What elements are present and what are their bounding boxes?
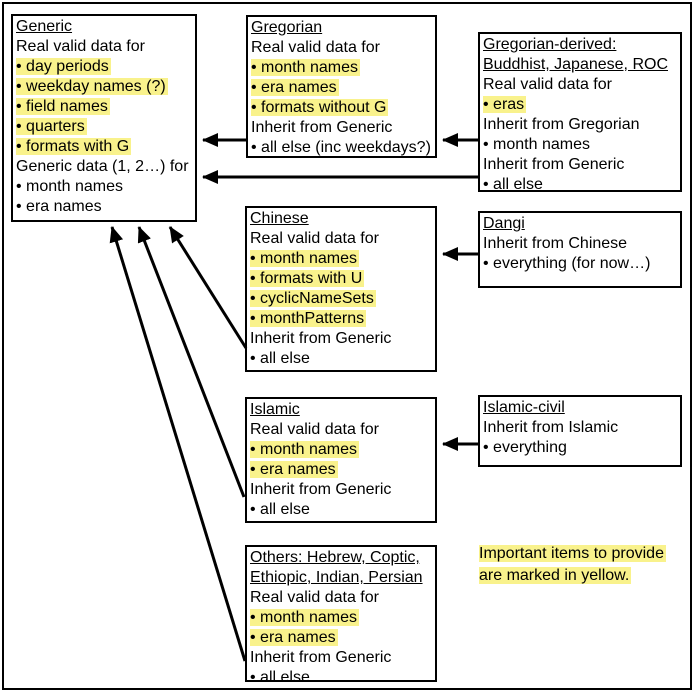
box-line: • formats without G: [251, 99, 389, 116]
box-line: • formats with G: [16, 138, 132, 155]
islamic-box: Islamic Real valid data for • month name…: [245, 397, 437, 523]
note-line: Important items to provide: [479, 545, 666, 562]
box-line: • weekday names (?): [16, 78, 168, 95]
box-line: Inherit from Generic: [250, 649, 392, 666]
box-line: • month names: [251, 59, 360, 76]
box-line: • era names: [16, 198, 102, 215]
chinese-box: Chinese Real valid data for • month name…: [245, 206, 437, 372]
box-line: Real valid data for: [250, 589, 379, 606]
others-box-title: Ethiopic, Indian, Persian: [250, 569, 423, 586]
box-line: • monthPatterns: [250, 310, 367, 327]
outer-border: [2, 2, 692, 690]
box-line: Real valid data for: [251, 39, 380, 56]
box-line: • quarters: [16, 118, 87, 135]
box-line: • all else: [250, 350, 310, 367]
generic-box-title: Generic: [16, 18, 73, 35]
box-line: • era names: [251, 79, 339, 96]
box-line: • month names: [16, 178, 123, 195]
box-line: • cyclicNameSets: [250, 290, 376, 307]
box-line: • era names: [250, 629, 338, 646]
generic-box: Generic Real valid data for • day period…: [11, 14, 197, 222]
box-line: • month names: [483, 136, 590, 153]
box-line: Inherit from Generic: [250, 330, 392, 347]
box-line: • month names: [250, 250, 359, 267]
chinese-box-title: Chinese: [250, 210, 309, 227]
others-box: Others: Hebrew, Coptic, Ethiopic, Indian…: [245, 545, 437, 686]
islamic-box-title: Islamic: [250, 401, 300, 418]
box-line: Inherit from Islamic: [483, 419, 619, 436]
box-line: Inherit from Gregorian: [483, 116, 640, 133]
box-line: Real valid data for: [250, 230, 379, 247]
box-line: Inherit from Chinese: [483, 235, 628, 252]
box-line: • month names: [250, 609, 359, 626]
box-line: • formats with U: [250, 270, 365, 287]
gregorian-box-title: Gregorian: [251, 19, 323, 36]
box-line: Inherit from Generic: [250, 481, 392, 498]
box-line: • field names: [16, 98, 110, 115]
box-line: Real valid data for: [250, 421, 379, 438]
gregorian-derived-box-title: Buddhist, Japanese, ROC: [483, 56, 668, 73]
box-line: • everything (for now…): [483, 255, 651, 272]
box-line: • all else: [250, 501, 310, 518]
box-line: • all else (inc weekdays?): [251, 139, 431, 156]
note-line: are marked in yellow.: [479, 567, 632, 584]
box-line: Inherit from Generic: [483, 156, 625, 173]
box-line: Real valid data for: [483, 76, 612, 93]
islamic-civil-box: Islamic-civil Inherit from Islamic • eve…: [478, 395, 682, 467]
yellow-legend-note: Important items to provide are marked in…: [479, 543, 666, 587]
box-line: • eras: [483, 96, 527, 113]
others-box-title: Others: Hebrew, Coptic,: [250, 549, 420, 566]
box-line: Generic data (1, 2…) for: [16, 158, 189, 175]
box-line: Inherit from Generic: [251, 119, 393, 136]
islamic-civil-box-title: Islamic-civil: [483, 399, 565, 416]
box-line: • all else: [250, 669, 310, 686]
gregorian-derived-box-title: Gregorian-derived:: [483, 36, 617, 53]
dangi-box-title: Dangi: [483, 215, 525, 232]
dangi-box: Dangi Inherit from Chinese • everything …: [478, 211, 682, 288]
box-line: • all else: [483, 176, 543, 193]
box-line: • day periods: [16, 58, 111, 75]
box-line: • month names: [250, 441, 359, 458]
gregorian-derived-box: Gregorian-derived: Buddhist, Japanese, R…: [478, 32, 682, 193]
box-line: • era names: [250, 461, 338, 478]
gregorian-box: Gregorian Real valid data for • month na…: [246, 15, 437, 158]
box-line: • everything: [483, 439, 567, 456]
box-line: Real valid data for: [16, 38, 145, 55]
